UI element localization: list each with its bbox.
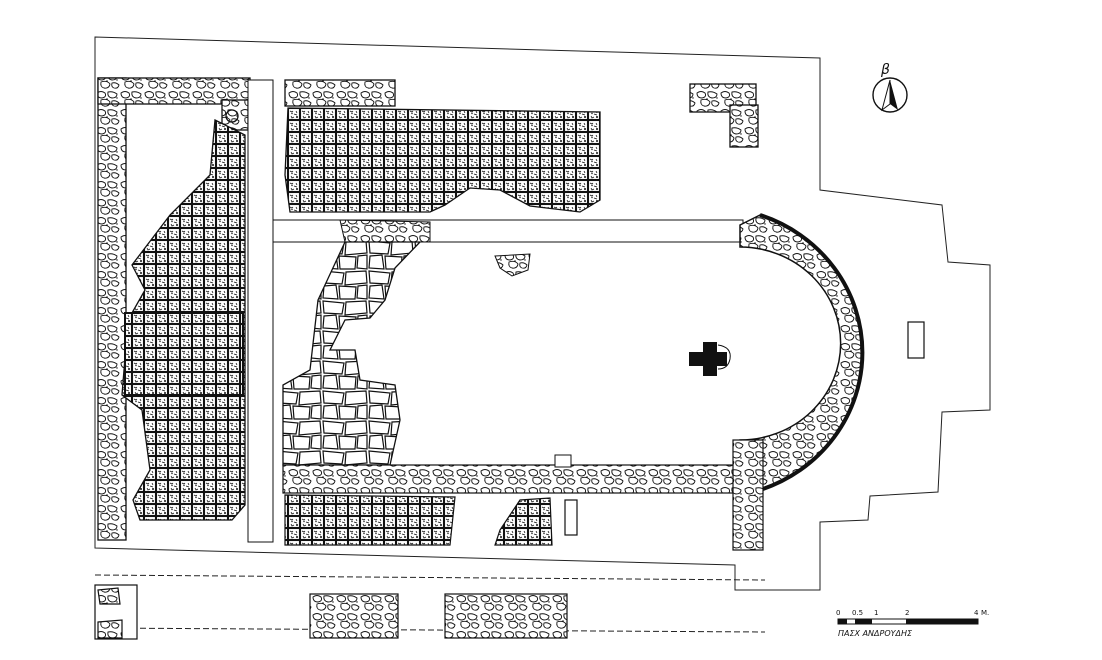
scale-tick-4: 4 xyxy=(974,609,979,617)
scale-tick-2: 2 xyxy=(905,609,909,617)
nave-stone-paving xyxy=(282,241,422,466)
scale-tick-0: 0 xyxy=(836,609,840,617)
north-arrow-label: β xyxy=(880,62,890,78)
scale-tick-0-5: 0.5 xyxy=(852,609,863,617)
altar-cross-marker xyxy=(689,342,727,376)
author-credit: ΠΑΣΧ ΑΝΔΡΟΥΔΗΣ xyxy=(838,629,913,638)
apse xyxy=(732,213,925,551)
north-aisle xyxy=(284,79,759,213)
nave-south-wall xyxy=(282,464,744,494)
scale-bar: 0 0.5 1 2 4 Μ. ΠΑΣΧ ΑΝΔΡΟΥΔΗΣ xyxy=(836,609,989,638)
excavation-outline xyxy=(94,36,991,633)
scale-unit: Μ. xyxy=(981,609,989,617)
narthex-east-wall xyxy=(247,79,274,543)
north-arrow: β xyxy=(872,62,908,113)
lower-foundations xyxy=(94,584,568,640)
small-stone-cluster xyxy=(494,253,531,277)
scale-tick-1: 1 xyxy=(874,609,878,617)
narthex-dense-tiles xyxy=(124,312,244,396)
south-aisle xyxy=(284,494,578,546)
